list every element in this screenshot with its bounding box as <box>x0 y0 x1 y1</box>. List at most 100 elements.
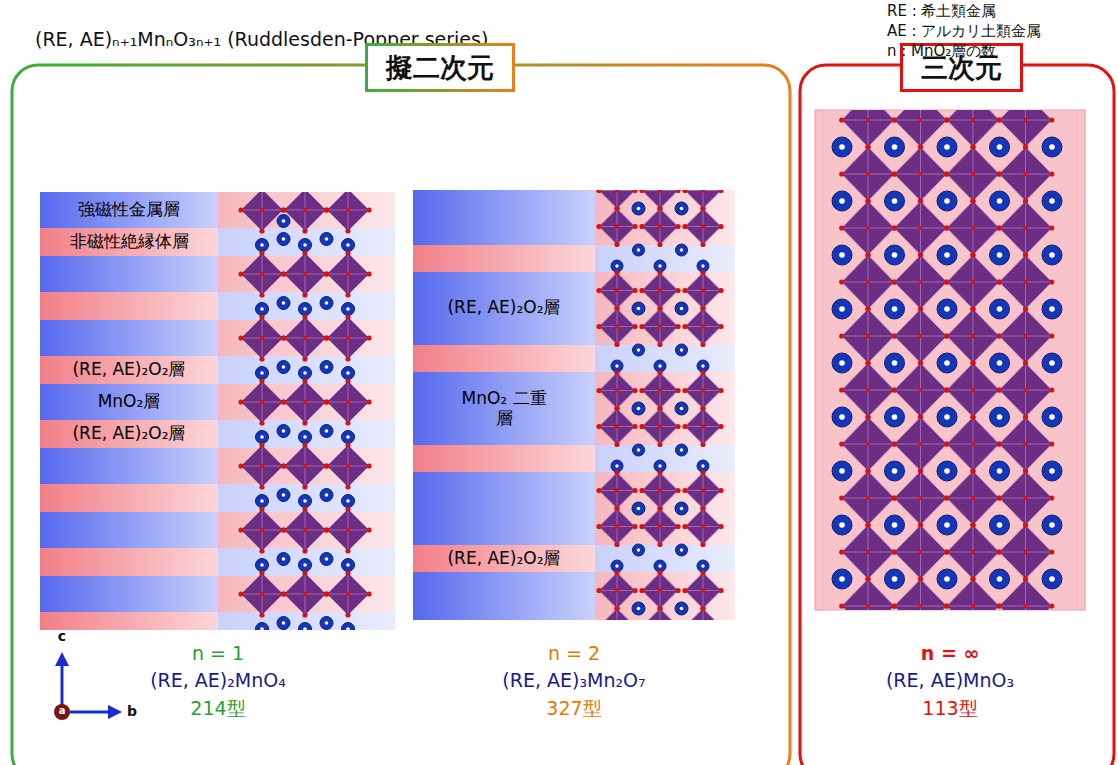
series-index: n = 1 <box>192 642 244 665</box>
atom-highlight <box>944 198 950 204</box>
mno6-octahedron <box>894 255 947 309</box>
atom-highlight <box>325 493 329 497</box>
oxygen-atom <box>971 334 975 338</box>
oxygen-atom <box>918 468 923 473</box>
oxygen-atom <box>658 324 662 328</box>
atom-highlight <box>637 407 641 411</box>
oxygen-atom <box>657 606 662 611</box>
oxygen-atom <box>658 524 662 528</box>
oxygen-atom <box>1049 225 1054 230</box>
layer-band <box>413 345 595 372</box>
atom-highlight <box>637 507 641 511</box>
layer-band <box>595 445 735 472</box>
oxygen-atom <box>997 279 1002 284</box>
oxygen-atom <box>615 288 619 292</box>
re-ae-atom <box>320 425 333 438</box>
oxygen-atom <box>614 506 619 511</box>
mno6-octahedron <box>685 273 721 309</box>
oxygen-atom <box>281 335 286 340</box>
atom-highlight <box>303 307 307 311</box>
atom-highlight <box>282 429 286 433</box>
oxygen-atom <box>866 280 870 284</box>
oxygen-atom <box>675 588 680 593</box>
oxygen-atom <box>918 306 923 311</box>
atom-highlight <box>346 499 350 503</box>
re-ae-atom <box>1042 461 1062 481</box>
oxygen-atom <box>281 271 286 276</box>
legend-note: AE : アルカリ土類金属 <box>887 22 1041 40</box>
oxygen-atom <box>657 406 662 411</box>
oxygen-atom <box>366 399 371 404</box>
oxygen-atom <box>892 333 897 338</box>
series-index: n = 2 <box>548 642 600 665</box>
re-ae-atom <box>832 299 852 319</box>
mno6-octahedron <box>642 509 678 545</box>
oxygen-atom <box>866 442 870 446</box>
oxygen-atom <box>970 306 975 311</box>
oxygen-atom <box>944 225 949 230</box>
oxygen-atom <box>700 242 705 247</box>
oxygen-atom <box>346 400 350 404</box>
oxygen-atom <box>700 206 705 211</box>
oxygen-atom <box>971 550 975 554</box>
atom-highlight <box>325 365 329 369</box>
mno6-octahedron <box>599 573 635 609</box>
oxygen-atom <box>997 333 1002 338</box>
oxygen-atom <box>596 324 601 329</box>
oxygen-atom <box>324 335 329 340</box>
oxygen-atom <box>971 118 975 122</box>
oxygen-atom <box>718 190 723 193</box>
oxygen-atom <box>260 336 264 340</box>
oxygen-atom <box>997 171 1002 176</box>
oxygen-atom <box>280 399 285 404</box>
axis-label: c <box>58 628 66 645</box>
atom-highlight <box>701 264 704 267</box>
oxygen-atom <box>918 414 923 419</box>
oxygen-atom <box>302 506 307 511</box>
layer-band: (RE, AE)₂O₂層 <box>413 290 595 326</box>
atom-highlight <box>997 468 1003 474</box>
oxygen-atom <box>1023 226 1027 230</box>
re-ae-atom <box>1042 299 1062 319</box>
re-ae-atom <box>937 191 957 211</box>
oxygen-atom <box>1049 495 1054 500</box>
oxygen-atom <box>1023 334 1027 338</box>
re-ae-atom <box>937 245 957 265</box>
layer-band <box>413 572 595 620</box>
oxygen-atom <box>280 335 285 340</box>
atom-highlight <box>615 564 618 567</box>
oxygen-atom <box>632 224 637 229</box>
oxygen-atom <box>280 463 285 468</box>
oxygen-atom <box>997 603 1002 608</box>
oxygen-atom <box>259 612 264 617</box>
layer-band <box>218 356 395 384</box>
atom-highlight <box>658 564 661 567</box>
oxygen-atom <box>302 420 307 425</box>
oxygen-atom <box>345 612 350 617</box>
layer-band <box>218 548 395 576</box>
oxygen-atom <box>970 306 975 311</box>
re-ae-atom <box>675 502 688 515</box>
oxygen-atom <box>700 606 705 611</box>
oxygen-atom <box>997 549 1002 554</box>
oxygen-atom <box>701 488 705 492</box>
oxygen-atom <box>1049 117 1054 122</box>
mno6-octahedron <box>327 192 369 231</box>
re-ae-atom <box>676 344 688 356</box>
oxygen-atom <box>997 117 1002 122</box>
atom-highlight <box>892 576 898 582</box>
formula: (RE, AE)₂MnO₄ <box>150 669 286 692</box>
oxygen-atom <box>944 603 949 608</box>
atom-highlight <box>282 237 286 241</box>
oxygen-atom <box>366 527 371 532</box>
octahedron-edge <box>973 110 974 147</box>
oxygen-atom <box>971 496 975 500</box>
mno6-octahedron <box>241 192 283 231</box>
oxygen-atom <box>866 550 870 554</box>
atom-highlight <box>680 407 684 411</box>
re-ae-atom <box>277 425 290 438</box>
oxygen-atom <box>944 117 949 122</box>
oxygen-atom <box>345 378 350 383</box>
re-ae-atom <box>256 623 269 631</box>
oxygen-atom <box>918 198 923 203</box>
